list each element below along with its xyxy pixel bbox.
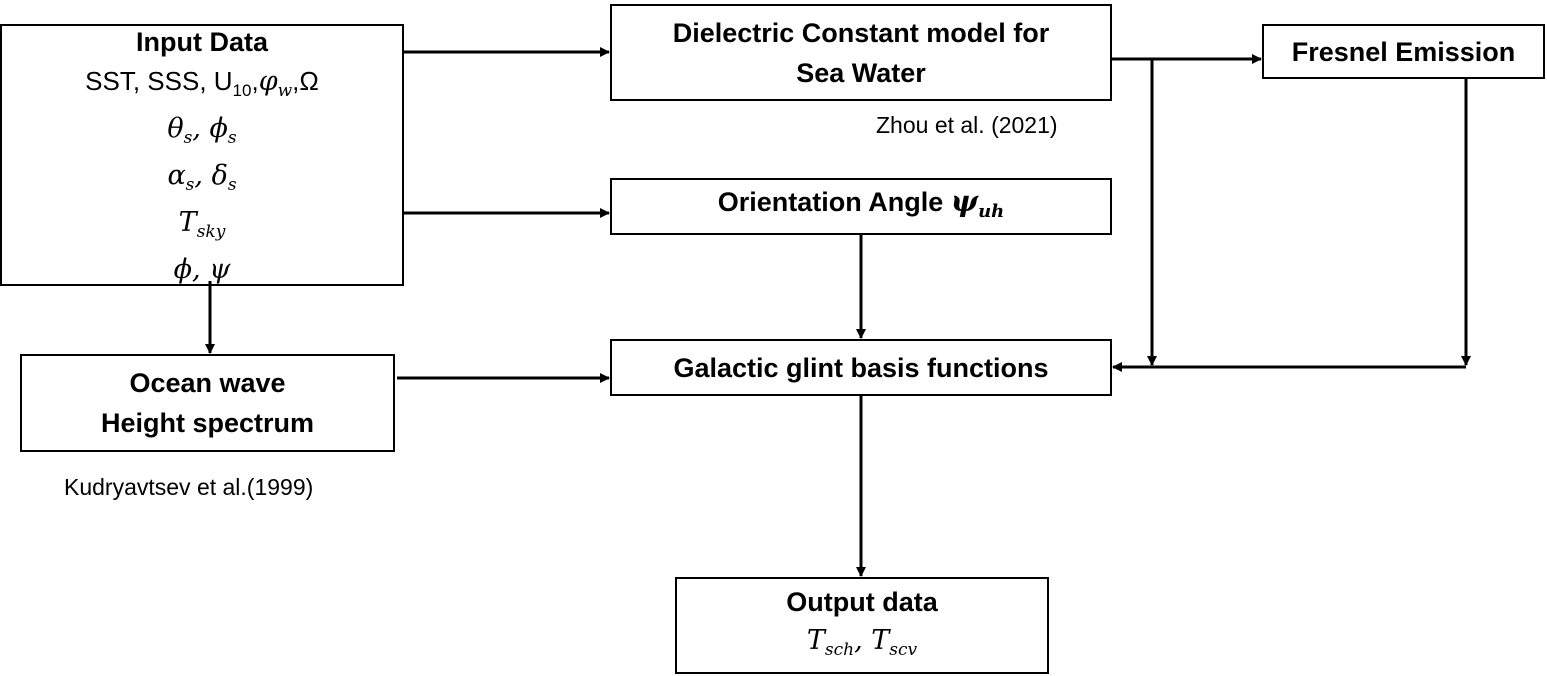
fresnel-title: Fresnel Emission (1291, 36, 1516, 67)
fresnel-emission-box: Fresnel Emission (1262, 24, 1545, 79)
ocean-title-line2: Height spectrum (100, 408, 315, 438)
dielectric-model-box: Dielectric Constant model for Sea Water (610, 4, 1112, 101)
input-vars-line: SST, SSS, U10,φw,Ω (85, 65, 319, 101)
output-title: Output data (786, 587, 938, 617)
orientation-angle-box: Orientation Angle ψuh (610, 178, 1112, 235)
galactic-title: Galactic glint basis functions (673, 352, 1049, 383)
sun-angles-line: θs, ϕs (167, 112, 237, 148)
dielectric-title-line1: Dielectric Constant model for (672, 17, 1050, 48)
dielectric-title-line2: Sea Water (796, 57, 926, 88)
galactic-glint-box: Galactic glint basis functions (610, 339, 1112, 396)
dielectric-citation: Zhou et al. (2021) (876, 112, 1058, 138)
input-data-box: Input Data SST, SSS, U10,φw,Ω θs, ϕs αs,… (0, 24, 404, 286)
output-data-box: Output data Tsch, Tscv (675, 577, 1049, 674)
celestial-coords-line: αs, δs (167, 159, 237, 195)
ocean-citation: Kudryavtsev et al.(1999) (64, 474, 314, 500)
orientation-title: Orientation Angle ψuh (717, 184, 1005, 222)
ocean-title-line1: Ocean wave (129, 368, 286, 398)
ocean-wave-box: Ocean wave Height spectrum (20, 354, 395, 452)
output-vars-line: Tsch, Tscv (806, 625, 918, 660)
view-angles-line: ϕ, ψ (173, 253, 231, 285)
sky-temperature-line: Tsky (178, 206, 226, 242)
input-data-title: Input Data (136, 26, 268, 57)
